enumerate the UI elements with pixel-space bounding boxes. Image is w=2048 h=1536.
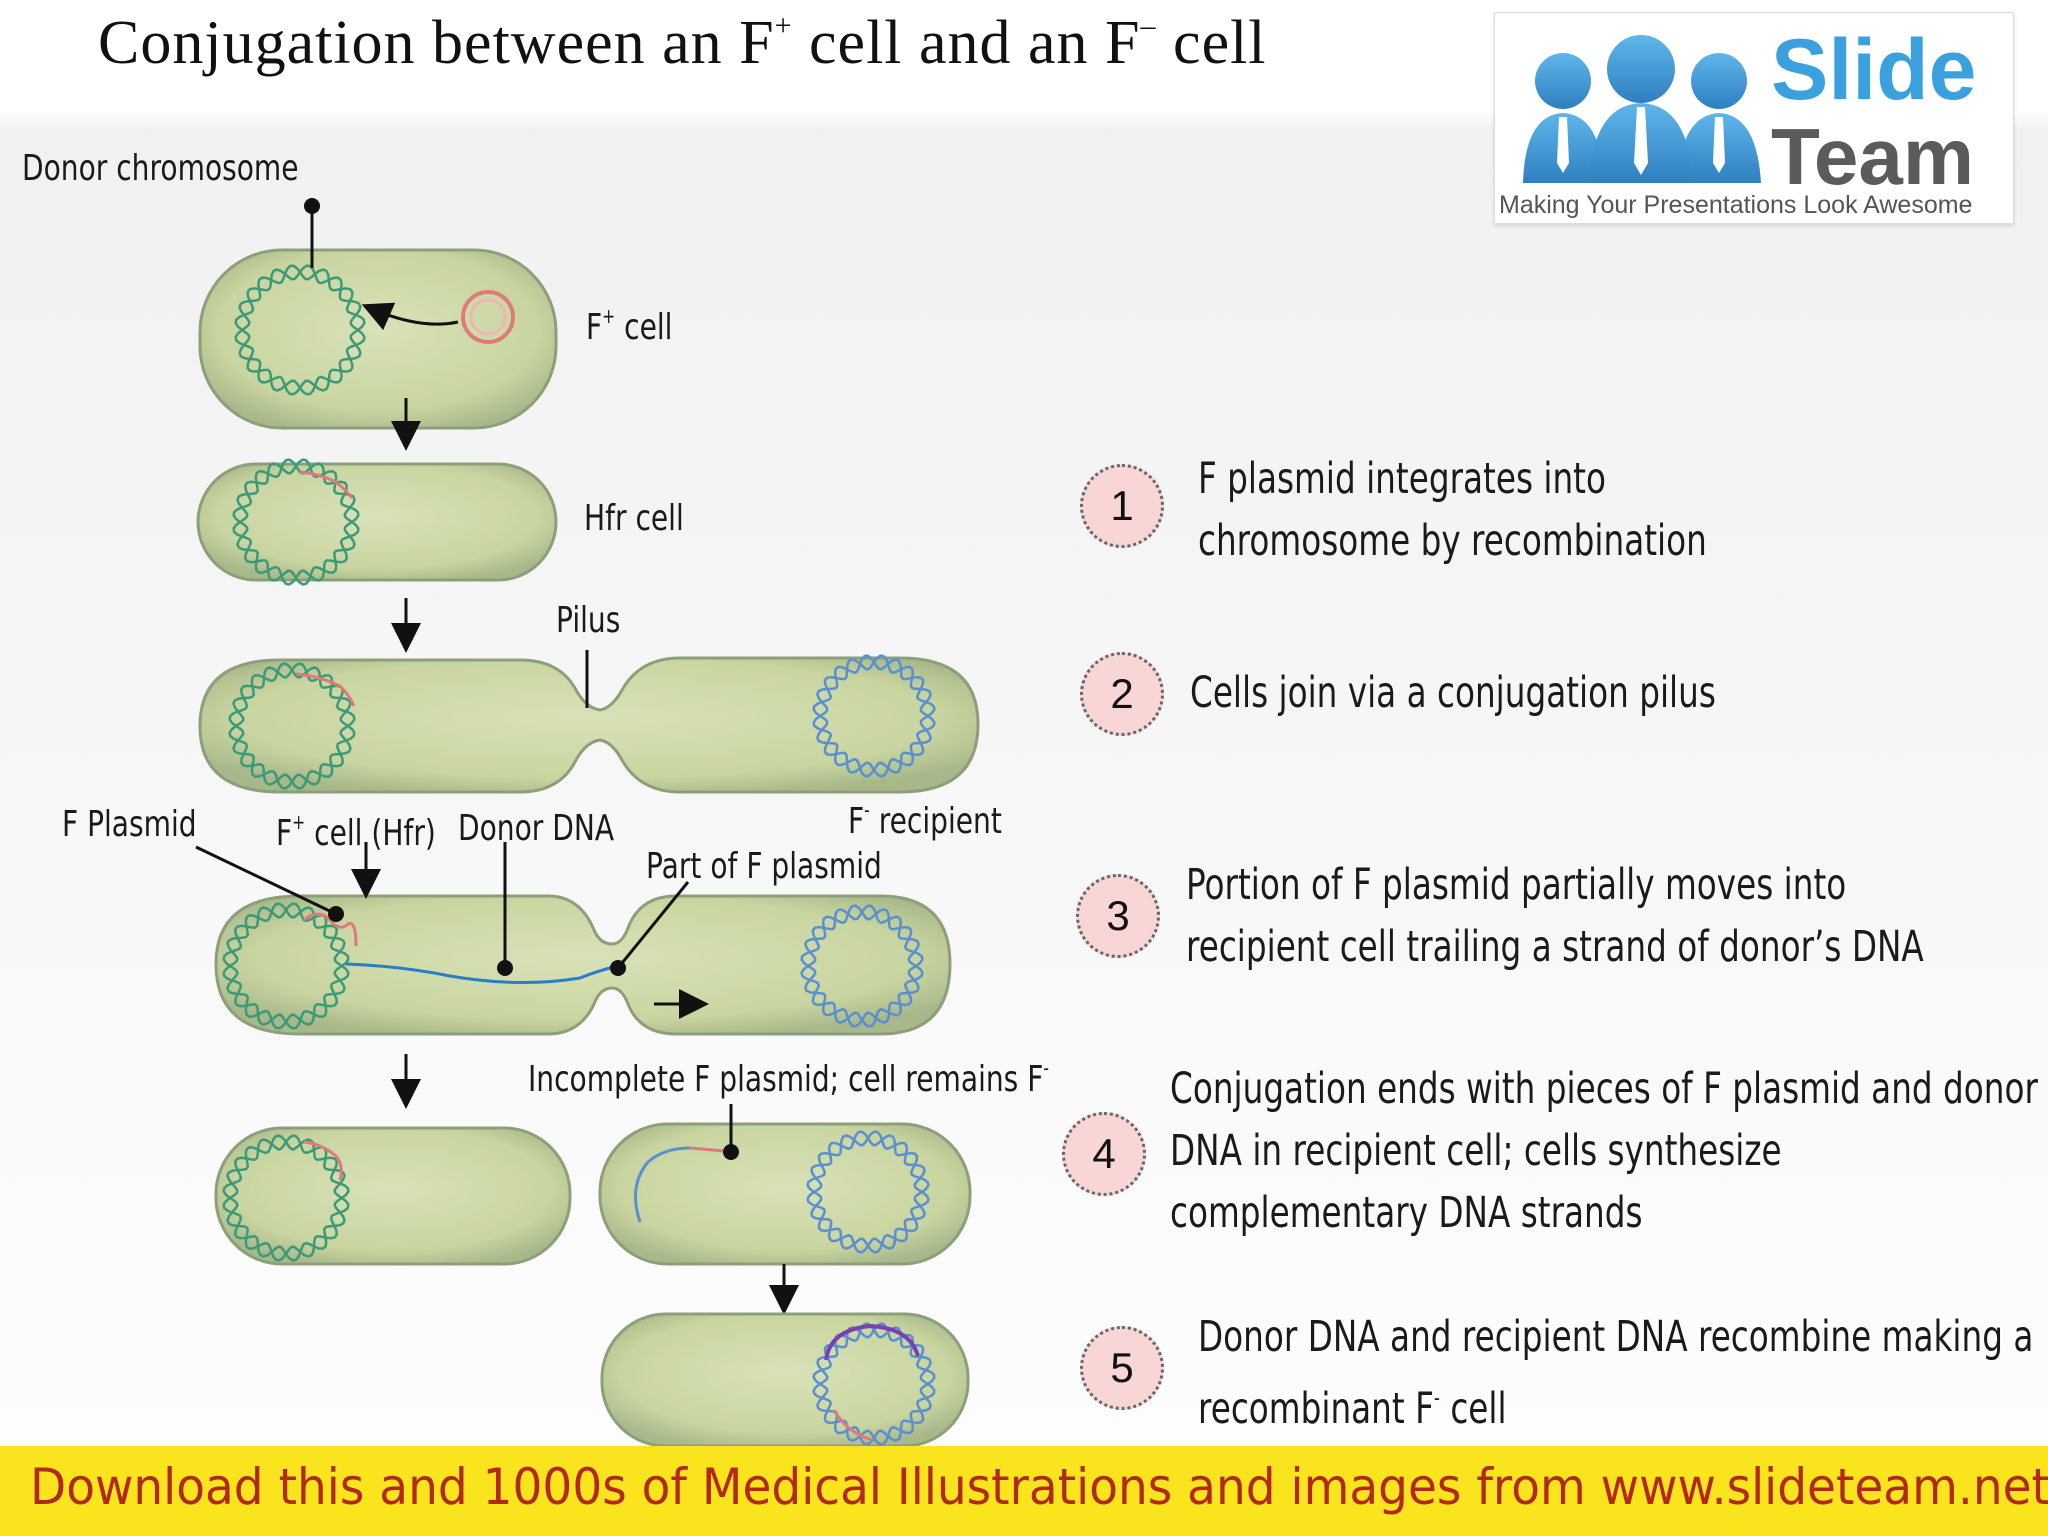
- people-logo-icon: [1523, 35, 1761, 183]
- integrated-plasmid-3: [295, 672, 356, 707]
- download-banner[interactable]: Download this and 1000s of Medical Illus…: [0, 1446, 2048, 1536]
- logo-tagline: Making Your Presentations Look Awesome: [1499, 191, 1973, 219]
- step-5-badge: 5: [1080, 1326, 1164, 1410]
- f-plasmid-leader: [195, 845, 337, 916]
- page-title: Conjugation between an F+ cell and an F–…: [98, 9, 1267, 77]
- recombinant-chromosome: [812, 1322, 936, 1446]
- step-5-text: Donor DNA and recipient DNA recombine ma…: [1198, 1312, 2034, 1434]
- recipient-chromosome-4: [800, 904, 924, 1028]
- step-3-badge: 3: [1076, 874, 1160, 958]
- banner-text[interactable]: Download this and 1000s of Medical Illus…: [30, 1458, 2048, 1516]
- hfr-cell-body: [196, 462, 558, 582]
- label-donor-chromosome: Donor chromosome: [22, 148, 299, 189]
- joined-cells-body: [198, 656, 980, 794]
- integrated-plasmid-2: [299, 470, 354, 499]
- step-4-text: Conjugation ends with pieces of F plasmi…: [1170, 1064, 2038, 1238]
- transfer-cells-body: [214, 894, 952, 1036]
- dna-strand: [222, 1134, 350, 1262]
- donor-dna-strand: [345, 962, 619, 985]
- donor-chromosome-2: [232, 458, 360, 586]
- recombined-plasmid-segment: [832, 1409, 873, 1442]
- recipient-chromosome-3: [812, 654, 936, 778]
- donor-chromosome-4: [222, 902, 350, 1030]
- label-hfr-cell: Hfr cell: [584, 498, 684, 539]
- dna-strand: [232, 458, 360, 586]
- logo-word-team: Team: [1771, 112, 1975, 201]
- part-plasmid-leader: [616, 881, 690, 969]
- f-plasmid-ring-inner: [469, 298, 507, 336]
- slideteam-logo[interactable]: Slide Team Making Your Presentations Loo…: [1494, 12, 2014, 224]
- recipient-cell-after: [598, 1122, 972, 1266]
- integration-arrow: [361, 302, 459, 331]
- dna-strand: [222, 902, 350, 1030]
- donor-chromosome-dot: [304, 198, 320, 214]
- dna-strand: [800, 904, 924, 1028]
- part-plasmid-dot: [610, 960, 626, 976]
- donor-chromosome-1: [234, 264, 366, 396]
- step-2-text: Cells join via a conjugation pilus: [1190, 668, 1716, 718]
- donor-fragment-5: [634, 1146, 691, 1223]
- dna-strand: [234, 264, 366, 396]
- f-plasmid-dot: [328, 906, 344, 922]
- step-2-badge: 2: [1080, 652, 1164, 736]
- step-3-text: Portion of F plasmid partially moves int…: [1186, 860, 1924, 972]
- label-fplus-cell: F+ cell: [586, 304, 673, 348]
- plasmid-fragment-4: [303, 912, 358, 947]
- dna-strand: [812, 1322, 936, 1446]
- incomplete-dot: [723, 1144, 739, 1160]
- step-1-badge: 1: [1080, 464, 1164, 548]
- donor-chromosome-5: [222, 1134, 350, 1262]
- label-f-plasmid: F Plasmid: [62, 804, 197, 845]
- step-4-badge: 4: [1062, 1112, 1146, 1196]
- recombinant-cell-body: [600, 1312, 970, 1446]
- f-plasmid-ring-outer: [461, 290, 515, 344]
- label-pilus: Pilus: [556, 600, 621, 641]
- label-fplus-hfr: F+ cell (Hfr): [276, 810, 436, 854]
- label-incomplete-plasmid: Incomplete F plasmid; cell remains F-: [528, 1056, 1050, 1100]
- conjugation-diagram: [195, 198, 980, 1446]
- donor-cell-after: [214, 1126, 572, 1266]
- label-donor-dna: Donor DNA: [458, 808, 615, 849]
- plasmid-remaining-5: [303, 1140, 343, 1181]
- recipient-chromosome-5: [806, 1130, 930, 1254]
- logo-word-slide: Slide: [1771, 22, 1977, 118]
- label-f-recipient: F- recipient: [848, 798, 1002, 842]
- donor-dna-dot: [497, 960, 513, 976]
- dna-strand: [806, 1130, 930, 1254]
- label-part-of-f-plasmid: Part of F plasmid: [646, 846, 882, 887]
- dna-strand: [812, 654, 936, 778]
- recombined-segment: [824, 1323, 920, 1361]
